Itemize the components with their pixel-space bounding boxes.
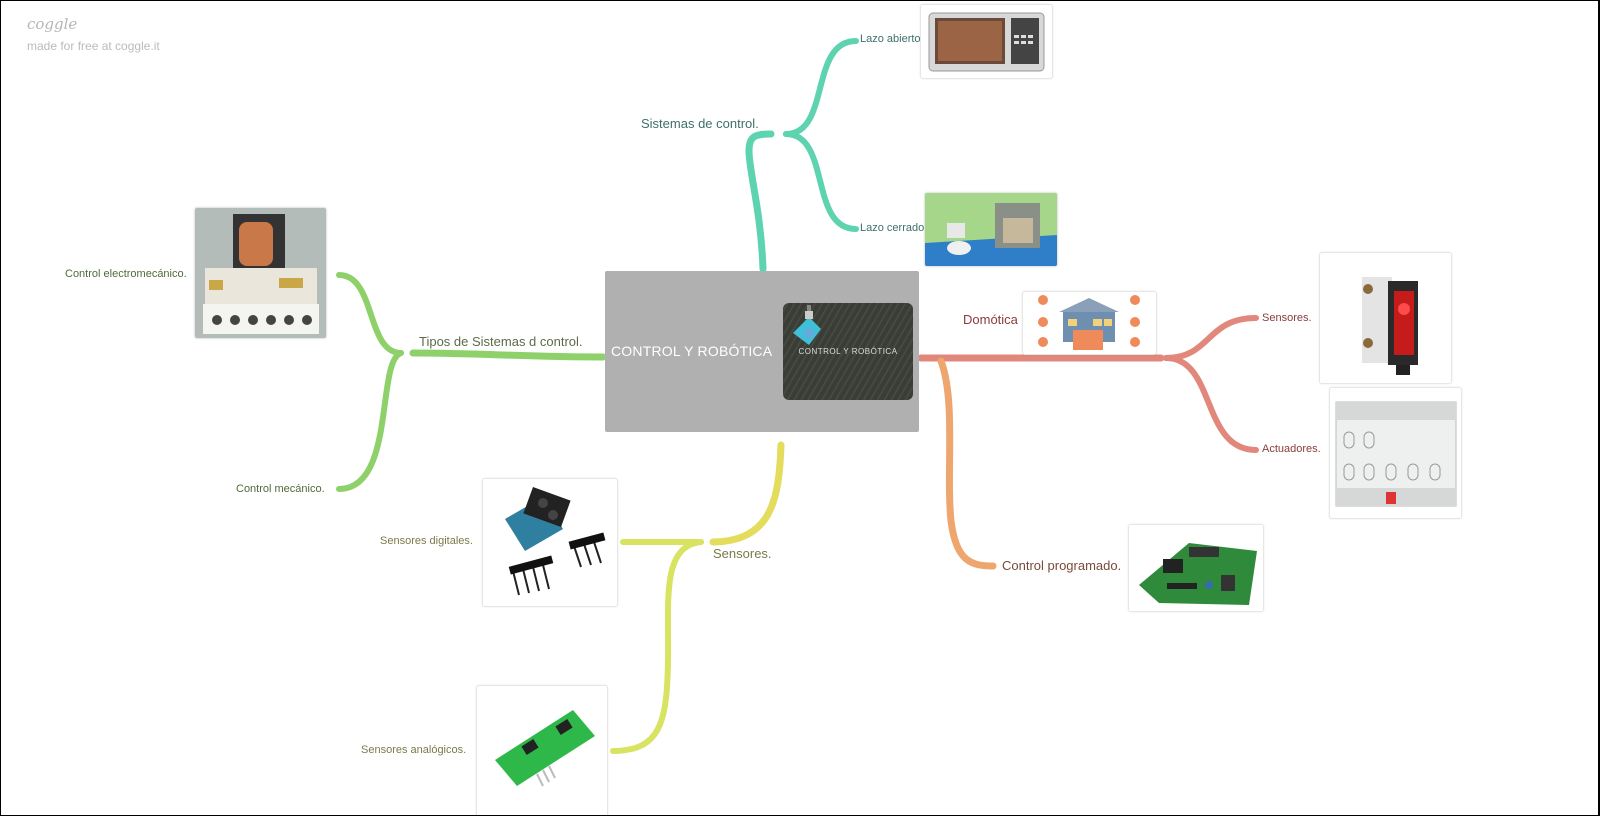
root-title: CONTROL Y ROBÓTICA [611, 343, 773, 359]
branch-tipos-de-sistemas[interactable] [409, 349, 607, 361]
coggle-tagline[interactable]: made for free at coggle.it [27, 39, 160, 53]
root-thumbnail-image: CONTROL Y ROBÓTICA [783, 303, 913, 400]
node-sensores-analogicos[interactable]: Sensores analógicos. [361, 744, 467, 756]
branch-sensores-analogicos[interactable] [610, 539, 704, 754]
node-lazo-abierto[interactable]: Lazo abierto. [860, 33, 924, 45]
node-sistemas-de-control[interactable]: Sistemas de control. [641, 116, 759, 131]
water-tank-image[interactable] [924, 192, 1058, 267]
node-sensores[interactable]: Sensores. [713, 546, 772, 561]
node-sensores-domotica[interactable]: Sensores. [1262, 312, 1312, 324]
node-control-programado[interactable]: Control programado. [1002, 558, 1122, 573]
node-actuadores[interactable]: Actuadores. [1262, 443, 1321, 455]
node-control-mecanico[interactable]: Control mecánico. [236, 483, 325, 495]
photoelectric-sensor-image[interactable] [1319, 252, 1452, 384]
node-tipos-de-sistemas[interactable]: Tipos de Sistemas d control. [419, 334, 583, 349]
root-thumbnail-caption: CONTROL Y ROBÓTICA [798, 347, 898, 356]
node-domotica[interactable]: Domótica [963, 312, 1018, 327]
branch-control-programado[interactable] [937, 357, 997, 570]
node-sensores-digitales[interactable]: Sensores digitales. [380, 535, 473, 547]
din-actuator-image[interactable] [1329, 387, 1462, 519]
coggle-branding: coggle made for free at coggle.it [27, 15, 160, 53]
branch-control-electromecanico[interactable] [336, 272, 404, 356]
analog-sensor-image[interactable] [476, 685, 608, 815]
root-node[interactable]: CONTROL Y ROBÓTICA CONTROL Y ROBÓTICA [605, 271, 919, 432]
smart-home-image[interactable] [1022, 291, 1157, 355]
branch-actuadores[interactable] [1163, 355, 1259, 453]
relay-image[interactable] [194, 207, 327, 339]
branch-sensores[interactable] [709, 441, 785, 546]
microwave-image[interactable] [920, 4, 1053, 79]
branch-lazo-abierto[interactable] [783, 38, 859, 137]
circuit-board-image[interactable] [1128, 524, 1264, 612]
node-control-electromecanico[interactable]: Control electromecánico. [65, 268, 187, 280]
branch-lazo-cerrado[interactable] [783, 131, 859, 232]
robot-icon [793, 305, 821, 345]
branch-sensores-domotica[interactable] [1163, 315, 1259, 361]
branch-sistemas-de-control[interactable] [745, 130, 775, 273]
branch-control-mecanico[interactable] [336, 350, 404, 492]
digital-sensor-image[interactable] [482, 478, 618, 607]
coggle-logo[interactable]: coggle [27, 15, 78, 33]
node-lazo-cerrado[interactable]: Lazo cerrado. [860, 222, 928, 234]
